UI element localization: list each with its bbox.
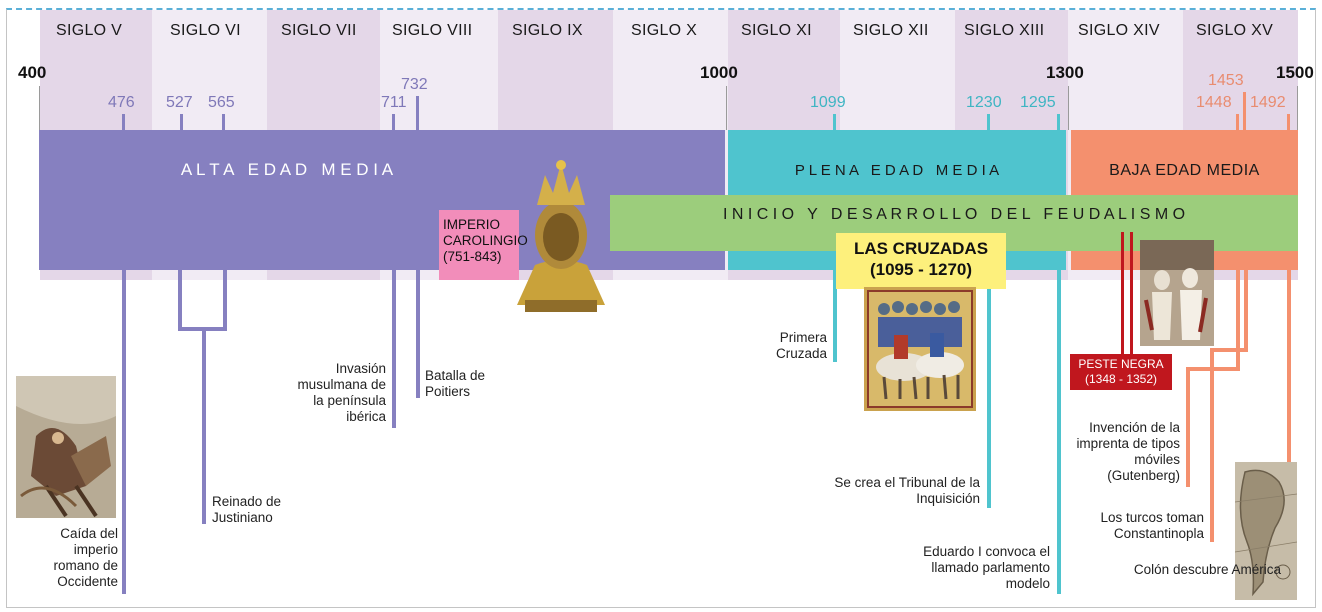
year-label-1448: 1448: [1196, 94, 1232, 111]
old-map-image: [1235, 462, 1297, 600]
event-tribunal-inquisicion: Se crea el Tribunal de la Inquisición: [834, 475, 980, 506]
tick-1099: [833, 114, 836, 130]
century-label: SIGLO XII: [853, 22, 929, 39]
year-label-565: 565: [208, 94, 235, 111]
century-label: SIGLO VII: [281, 22, 357, 39]
line-1492: [1287, 270, 1291, 596]
carolingio-box: IMPERIO CAROLINGIO (751-843): [439, 210, 528, 280]
year-tick-400: [39, 86, 40, 130]
line-1448: [1236, 270, 1240, 370]
century-label: SIGLO IX: [512, 22, 583, 39]
connector-1453: [1210, 348, 1248, 352]
line-1295: [1057, 260, 1061, 594]
line-justiniano: [202, 327, 206, 524]
year-label-1300: 1300: [1046, 63, 1084, 82]
tick-732: [416, 96, 419, 130]
period-label-alta: A L T A E D A D M E D I A: [180, 160, 394, 179]
century-label: SIGLO XIII: [964, 22, 1045, 39]
peste-negra-box: PESTE NEGRA (1348 - 1352): [1070, 354, 1172, 390]
year-label-711: 711: [381, 94, 407, 111]
line-imprenta: [1186, 367, 1190, 487]
crusaders-miniature-image: [864, 287, 976, 411]
cruzadas-label: LAS CRUZADAS (1095 - 1270): [853, 239, 989, 279]
tick-1453: [1243, 92, 1246, 130]
period-label-plena: P L E N A E D A D M E D I A: [794, 162, 1000, 179]
year-label-400: 400: [18, 63, 47, 82]
carolingio-label: IMPERIO CAROLINGIO (751-843): [443, 217, 528, 264]
century-label: SIGLO XI: [741, 22, 812, 39]
line-476: [122, 270, 126, 594]
line-peste-b: [1130, 232, 1133, 356]
timeline-frame: [6, 8, 1316, 608]
year-label-732: 732: [401, 76, 428, 93]
line-1099: [833, 270, 837, 362]
tick-711: [392, 114, 395, 130]
event-batalla-poitiers: Batalla de Poitiers: [425, 368, 486, 399]
tick-1448: [1236, 114, 1239, 130]
line-peste-a: [1121, 232, 1124, 356]
line-1230: [987, 270, 991, 508]
cruzadas-box: LAS CRUZADAS (1095 - 1270): [836, 233, 1006, 289]
line-527: [178, 270, 182, 330]
event-colon-america: Colón descubre América: [1133, 562, 1281, 577]
peste-negra-label: PESTE NEGRA (1348 - 1352): [1078, 357, 1164, 386]
year-label-1230: 1230: [966, 94, 1002, 111]
event-reinado-justiniano: Reinado de Justiniano: [212, 494, 282, 525]
year-tick-1300: [1068, 86, 1069, 130]
event-eduardo-parlamento: Eduardo I convoca el llamado parlamento …: [923, 544, 1050, 591]
event-caida-imperio-romano: Caída del imperio romano de Occidente: [53, 526, 118, 589]
year-label-1099: 1099: [810, 94, 846, 111]
century-label: SIGLO X: [631, 22, 698, 39]
century-label: SIGLO VI: [170, 22, 241, 39]
period-label-baja: BAJA EDAD MEDIA: [1109, 162, 1260, 179]
year-label-1500: 1500: [1276, 63, 1314, 82]
plague-painting-image: [1140, 240, 1214, 346]
line-1453: [1244, 270, 1248, 350]
century-label: SIGLO V: [56, 22, 123, 39]
event-turcos-constantinopla: Los turcos toman Constantinopla: [1100, 510, 1204, 541]
year-tick-1000: [726, 86, 727, 130]
tick-1295: [1057, 114, 1060, 130]
line-turcos: [1210, 348, 1214, 542]
year-label-476: 476: [108, 94, 135, 111]
tick-476: [122, 114, 125, 130]
battle-painting-image: [16, 376, 116, 518]
century-label: SIGLO XIV: [1078, 22, 1160, 39]
tick-1230: [987, 114, 990, 130]
tick-527: [180, 114, 183, 130]
tick-1492: [1287, 114, 1290, 130]
event-primera-cruzada: Primera Cruzada: [775, 330, 827, 361]
line-565: [223, 270, 227, 330]
year-label-1000: 1000: [700, 63, 738, 82]
bust-reliquary-image: [505, 155, 617, 315]
century-label: SIGLO XV: [1196, 22, 1274, 39]
year-tick-1500: [1297, 86, 1298, 130]
year-label-527: 527: [166, 94, 193, 111]
year-label-1295: 1295: [1020, 94, 1056, 111]
year-label-1492: 1492: [1250, 94, 1286, 111]
event-invasion-musulmana: Invasión musulmana de la península ibéri…: [297, 361, 386, 424]
feudalismo-label: I N I C I O Y D E S A R R O L L O D E L …: [722, 206, 1186, 223]
year-label-1453: 1453: [1208, 72, 1244, 89]
line-711: [392, 270, 396, 428]
event-imprenta: Invención de la imprenta de tipos móvile…: [1076, 420, 1180, 483]
century-label: SIGLO VIII: [392, 22, 473, 39]
line-732: [416, 270, 420, 398]
tick-565: [222, 114, 225, 130]
